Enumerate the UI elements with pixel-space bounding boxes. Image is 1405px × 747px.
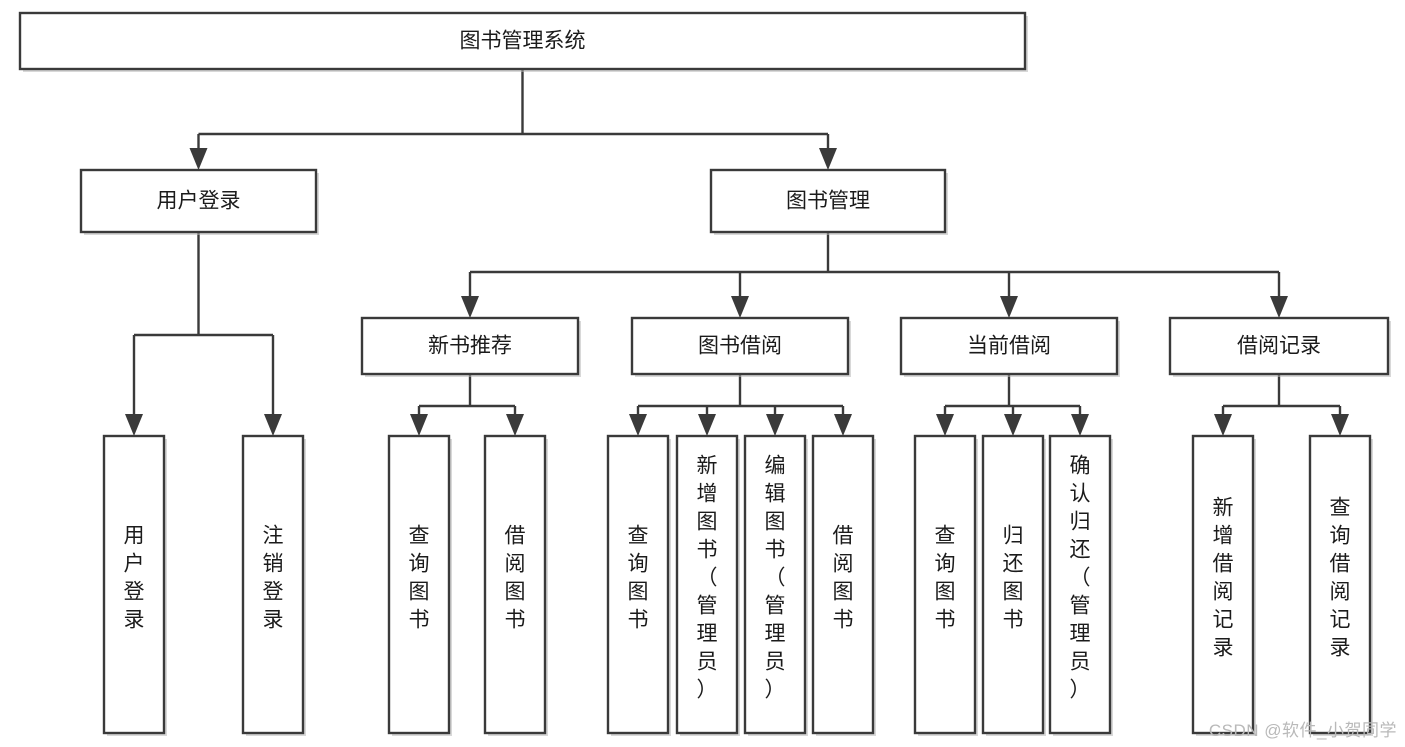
node-rect[interactable]	[899, 316, 1119, 376]
node-借阅图书[interactable]: 借阅图书	[811, 434, 876, 736]
node-label: 图书管理	[786, 190, 870, 213]
connector-arrowhead	[264, 414, 282, 436]
node-label: 新增借阅记录	[1213, 497, 1234, 660]
node-label: 编辑图书（管理员）	[765, 455, 786, 702]
node-新增借阅记录[interactable]: 新增借阅记录	[1191, 434, 1256, 736]
node-新增图书管理员[interactable]: 新增图书（管理员）	[675, 434, 740, 736]
node-rect[interactable]	[387, 434, 451, 735]
node-rect[interactable]	[811, 434, 875, 735]
connector-arrowhead	[936, 414, 954, 436]
connector-arrowhead	[189, 148, 208, 170]
node-查询图书[interactable]: 查询图书	[606, 434, 671, 736]
node-rect[interactable]	[1191, 434, 1255, 735]
node-rect[interactable]	[606, 434, 670, 735]
connector-arrowhead	[461, 296, 479, 318]
node-label: 用户登录	[124, 525, 145, 632]
node-label: 用户登录	[157, 190, 241, 213]
node-rect[interactable]	[743, 434, 807, 735]
connector-arrowhead	[1071, 414, 1089, 436]
node-label: 新增图书（管理员）	[697, 455, 718, 702]
node-图书管理[interactable]: 图书管理	[709, 168, 948, 235]
connector-arrowhead	[731, 296, 749, 318]
node-label: 查询借阅记录	[1330, 497, 1351, 660]
connector-arrowhead	[1214, 414, 1232, 436]
connector-arrowhead	[1270, 296, 1288, 318]
node-label: 查询图书	[628, 525, 649, 632]
connector-arrowhead	[1331, 414, 1349, 436]
node-label: 借阅图书	[505, 525, 526, 632]
node-label: 查询图书	[409, 525, 430, 632]
node-label: 当前借阅	[967, 335, 1051, 358]
node-用户登录[interactable]: 用户登录	[102, 434, 167, 736]
node-rect[interactable]	[18, 11, 1027, 71]
node-label: 借阅记录	[1237, 335, 1321, 358]
node-rect[interactable]	[1168, 316, 1390, 376]
connector-arrowhead	[506, 414, 524, 436]
node-归还图书[interactable]: 归还图书	[981, 434, 1046, 736]
node-借阅记录[interactable]: 借阅记录	[1168, 316, 1391, 377]
node-label: 确认归还（管理员）	[1070, 455, 1091, 702]
node-图书借阅[interactable]: 图书借阅	[630, 316, 851, 377]
node-图书管理系统[interactable]: 图书管理系统	[18, 11, 1028, 72]
node-label: 图书借阅	[698, 335, 782, 358]
node-label: 图书管理系统	[460, 30, 586, 53]
node-rect[interactable]	[913, 434, 977, 735]
node-查询图书[interactable]: 查询图书	[913, 434, 978, 736]
node-确认归还管理员[interactable]: 确认归还（管理员）	[1048, 434, 1113, 736]
node-编辑图书管理员[interactable]: 编辑图书（管理员）	[743, 434, 808, 736]
node-rect[interactable]	[709, 168, 947, 234]
node-查询借阅记录[interactable]: 查询借阅记录	[1308, 434, 1373, 736]
node-rect[interactable]	[241, 434, 305, 735]
connector-arrowhead	[410, 414, 428, 436]
node-rect[interactable]	[981, 434, 1045, 735]
node-rect[interactable]	[1048, 434, 1112, 735]
node-借阅图书[interactable]: 借阅图书	[483, 434, 548, 736]
node-rect[interactable]	[675, 434, 739, 735]
node-查询图书[interactable]: 查询图书	[387, 434, 452, 736]
connector-arrowhead	[125, 414, 143, 436]
connector-arrowhead	[629, 414, 647, 436]
node-注销登录[interactable]: 注销登录	[241, 434, 306, 736]
connector-arrowhead	[834, 414, 852, 436]
node-新书推荐[interactable]: 新书推荐	[360, 316, 581, 377]
node-label: 注销登录	[263, 525, 284, 632]
node-label: 借阅图书	[833, 525, 854, 632]
node-layer: 图书管理系统用户登录用户登录注销登录图书管理新书推荐查询图书借阅图书图书借阅查询…	[18, 11, 1391, 736]
connector-arrowhead	[1000, 296, 1018, 318]
node-rect[interactable]	[102, 434, 166, 735]
node-label: 查询图书	[935, 525, 956, 632]
connector-arrowhead	[819, 148, 837, 170]
connector-arrowhead	[1004, 414, 1022, 436]
node-用户登录[interactable]: 用户登录	[79, 168, 319, 235]
connector-arrowhead	[766, 414, 784, 436]
node-rect[interactable]	[79, 168, 318, 234]
connector-arrowhead	[698, 414, 716, 436]
node-rect[interactable]	[1308, 434, 1372, 735]
node-当前借阅[interactable]: 当前借阅	[899, 316, 1120, 377]
node-label: 新书推荐	[428, 335, 512, 358]
node-rect[interactable]	[630, 316, 850, 376]
connector-layer	[125, 69, 1349, 436]
watermark-text: CSDN @软件_小贺同学	[1208, 721, 1397, 740]
node-rect[interactable]	[483, 434, 547, 735]
node-label: 归还图书	[1003, 525, 1024, 632]
node-rect[interactable]	[360, 316, 580, 376]
